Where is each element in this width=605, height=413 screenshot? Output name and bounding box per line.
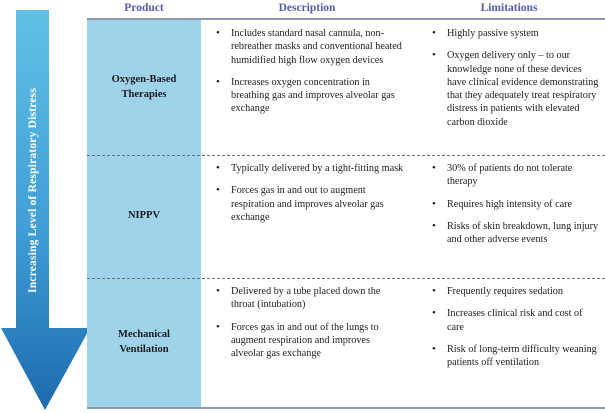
cell-description: Delivered by a tube placed down the thro… bbox=[201, 278, 413, 407]
cell-product: NIPPV bbox=[87, 155, 201, 278]
cell-limitations: Highly passive system Oxygen delivery on… bbox=[413, 20, 605, 155]
down-arrow-icon bbox=[1, 10, 90, 410]
list-item: 30% of patients do not tolerate therapy bbox=[427, 161, 601, 189]
respiratory-distress-arrow bbox=[0, 8, 92, 413]
list-item: Includes standard nasal cannula, non-reb… bbox=[211, 26, 405, 67]
comparison-table: Product Description Limitations Oxygen-B… bbox=[87, 0, 605, 413]
cell-description: Typically delivered by a tight-fitting m… bbox=[201, 155, 413, 278]
description-list: Delivered by a tube placed down the thro… bbox=[201, 284, 405, 361]
row-divider bbox=[87, 278, 605, 279]
column-header-description: Description bbox=[278, 2, 336, 14]
row-divider bbox=[87, 155, 605, 156]
limitations-list: Frequently requires sedation Increases c… bbox=[413, 284, 601, 370]
product-name: Mechanical Ventilation bbox=[118, 329, 170, 355]
table-bottom-rule bbox=[87, 407, 605, 409]
list-item: Increases clinical risk and cost of care bbox=[427, 306, 601, 334]
cell-description: Includes standard nasal cannula, non-reb… bbox=[201, 20, 413, 155]
list-item: Increases oxygen concentration in breath… bbox=[211, 75, 405, 116]
limitations-list: 30% of patients do not tolerate therapy … bbox=[413, 161, 601, 247]
product-column-background bbox=[87, 20, 201, 407]
column-header-limitations: Limitations bbox=[480, 2, 538, 14]
list-item: Forces gas in and out to augment respira… bbox=[211, 183, 405, 224]
description-list: Includes standard nasal cannula, non-reb… bbox=[201, 26, 405, 116]
list-item: Requires high intensity of care bbox=[427, 196, 601, 211]
list-item: Frequently requires sedation bbox=[427, 284, 601, 299]
limitations-list: Highly passive system Oxygen delivery on… bbox=[413, 26, 601, 129]
cell-product: Mechanical Ventilation bbox=[87, 278, 201, 407]
column-header-product: Product bbox=[124, 2, 164, 14]
list-item: Typically delivered by a tight-fitting m… bbox=[211, 161, 405, 176]
table-row: Oxygen-Based Therapies Includes standard… bbox=[87, 20, 605, 155]
list-item: Risks of skin breakdown, lung injury and… bbox=[427, 219, 601, 247]
table-row: Mechanical Ventilation Delivered by a tu… bbox=[87, 278, 605, 407]
list-item: Risk of long-term difficulty weaning pat… bbox=[427, 342, 601, 370]
product-name: Oxygen-Based Therapies bbox=[111, 74, 177, 100]
list-item: Forces gas in and out of the lungs to au… bbox=[211, 320, 405, 361]
description-list: Typically delivered by a tight-fitting m… bbox=[201, 161, 405, 224]
cell-limitations: 30% of patients do not tolerate therapy … bbox=[413, 155, 605, 278]
product-name: NIPPV bbox=[127, 210, 161, 222]
cell-product: Oxygen-Based Therapies bbox=[87, 20, 201, 155]
list-item: Delivered by a tube placed down the thro… bbox=[211, 284, 405, 312]
list-item: Oxygen delivery only – to our knowledge … bbox=[427, 48, 601, 129]
list-item: Highly passive system bbox=[427, 26, 601, 41]
table-header-row: Product Description Limitations bbox=[87, 0, 605, 18]
table-row: NIPPV Typically delivered by a tight-fit… bbox=[87, 155, 605, 278]
table-top-rule bbox=[87, 18, 605, 20]
cell-limitations: Frequently requires sedation Increases c… bbox=[413, 278, 605, 407]
